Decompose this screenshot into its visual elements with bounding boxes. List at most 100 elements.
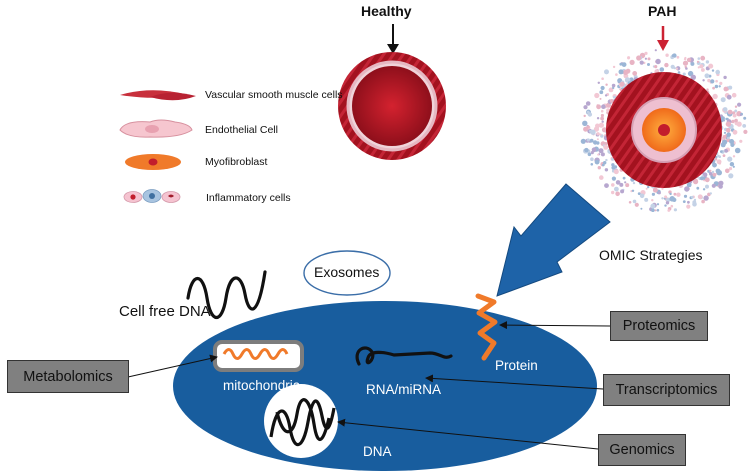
inflammatory-dot [665, 197, 671, 203]
inflammatory-dot [686, 182, 692, 188]
inflammatory-dot [597, 153, 600, 156]
inflammatory-dot [711, 170, 715, 174]
inflammatory-dot [726, 94, 732, 100]
inflammatory-dot [615, 73, 618, 76]
inflammatory-dot [585, 101, 591, 106]
inflammatory-dot [596, 117, 600, 120]
inflammatory-dot [651, 208, 655, 212]
inflammatory-dot [693, 179, 699, 185]
inflammatory-dot [584, 147, 589, 153]
inflammatory-dot [723, 131, 727, 134]
inflammatory-dot [718, 85, 721, 88]
inflammatory-dot [712, 86, 715, 90]
inflammatory-dot [723, 86, 729, 92]
inflammatory-dot [704, 177, 710, 183]
inflammatory-dot [610, 99, 614, 104]
inflammatory-dot [723, 75, 727, 80]
inflammatory-dot [722, 154, 726, 158]
smooth-muscle-cell-icon [120, 90, 196, 101]
inflammatory-dot [632, 181, 636, 185]
exosomes-label: Exosomes [314, 264, 380, 280]
inflammatory-dot [601, 163, 605, 167]
inflammatory-dot [590, 157, 594, 161]
inflammatory-dot [596, 138, 599, 141]
inflammatory-dot [729, 162, 735, 167]
inflammatory-dot [709, 192, 712, 195]
inflammatory-dot [632, 199, 637, 204]
dna-label: DNA [363, 444, 392, 459]
inflammatory-dot [612, 65, 616, 69]
proteomics-box: Proteomics [610, 311, 708, 341]
inflammatory-dot [725, 127, 731, 133]
inflammatory-dot [734, 109, 738, 113]
inflammatory-dot [720, 116, 725, 121]
inflammatory-dot [726, 132, 731, 137]
inflammatory-dot [615, 180, 621, 185]
pah-vessel [580, 26, 748, 212]
inflammatory-dot [702, 79, 705, 82]
inflammatory-dot [703, 195, 709, 201]
inflammatory-dot [700, 176, 704, 181]
inflammatory-dot [687, 70, 694, 77]
inflammatory-dot [600, 152, 605, 157]
inflammatory-dot [705, 184, 709, 189]
exosomes-outline [303, 250, 391, 296]
inflammatory-dot [665, 201, 670, 205]
protein-strand [475, 293, 498, 361]
inflammatory-dot [650, 203, 656, 209]
inflammatory-dot [708, 63, 714, 69]
inflammatory-dot [700, 55, 706, 61]
inflammatory-dot [601, 120, 604, 123]
inflammatory-dot [701, 68, 705, 72]
inflammatory-dot [667, 209, 671, 212]
inflammatory-dot [639, 60, 644, 65]
inflammatory-dot [687, 200, 690, 204]
inflammatory-dot [728, 173, 734, 179]
genomics-leader [337, 418, 599, 450]
inflammatory-dot [656, 208, 660, 212]
inflammatory-dot [684, 186, 690, 192]
inflammatory-dot [682, 60, 689, 66]
inflammatory-dot [669, 196, 675, 202]
inflammatory-dot [599, 133, 602, 136]
inflammatory-dot [619, 81, 625, 87]
pah-arrow-head [657, 40, 669, 51]
inflammatory-dot [586, 138, 590, 142]
inflammatory-dot [669, 192, 672, 196]
legend-myofibroblast-label: Myofibroblast [205, 156, 268, 168]
inflammatory-dot [722, 135, 727, 139]
inflammatory-dot [611, 157, 615, 161]
inflammatory-dot [743, 129, 748, 134]
inflammatory-dot [597, 81, 600, 85]
legend-endothelial-label: Endothelial Cell [205, 124, 278, 136]
inflammatory-dot [583, 105, 588, 110]
inflammatory-dot [690, 61, 695, 66]
inflammatory-dot [594, 159, 600, 165]
inflammatory-dot [673, 66, 676, 70]
inflammatory-dot [647, 57, 651, 61]
inflammatory-dot [719, 81, 723, 85]
inflammatory-dot [693, 198, 697, 201]
rna-label: RNA/miRNA [366, 382, 442, 397]
inflammatory-dot [727, 136, 730, 140]
inflammatory-dot [612, 95, 616, 99]
metabolomics-leader [127, 354, 218, 378]
inflammatory-dot [629, 77, 634, 82]
metabolomics-box: Metabolomics [7, 360, 129, 393]
inflammatory-dot [676, 192, 681, 197]
inflammatory-dot [697, 194, 703, 200]
inflammatory-dot [712, 162, 717, 168]
inflammatory-dot [656, 203, 660, 206]
inflammatory-dot [583, 126, 589, 132]
inflammatory-dot [625, 183, 630, 188]
inflammatory-dot [596, 132, 600, 136]
healthy-header: Healthy [361, 3, 412, 19]
inflammatory-dot [611, 83, 616, 88]
inflammatory-dot [604, 69, 609, 75]
inflammatory-dot [636, 55, 642, 61]
inflammatory-dot [631, 189, 635, 192]
inflammatory-dot [725, 168, 730, 174]
inflammatory-dot [712, 93, 718, 100]
inflammatory-dot [722, 107, 728, 112]
